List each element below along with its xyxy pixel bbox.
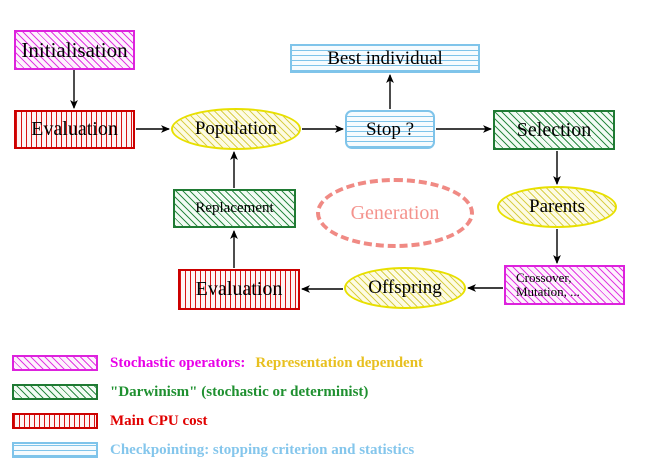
legend: Stochastic operators: Representation dep… — [0, 345, 670, 458]
node-selection[interactable]: Selection — [493, 110, 615, 150]
legend-swatch-main-cpu-cost — [12, 413, 98, 429]
legend-row-checkpointing: Checkpointing: stopping criterion and st… — [0, 437, 670, 463]
node-evaluation-bottom[interactable]: Evaluation — [178, 269, 300, 310]
legend-label-main-cpu-cost: Main CPU cost — [110, 412, 208, 429]
node-offspring[interactable]: Offspring — [344, 267, 466, 309]
node-initialisation[interactable]: Initialisation — [14, 30, 135, 70]
node-stop[interactable]: Stop ? — [345, 110, 435, 149]
node-parents[interactable]: Parents — [497, 186, 617, 228]
node-variation-operators[interactable]: Crossover, Mutation, ... — [504, 265, 625, 305]
legend-swatch-stochastic-operator — [12, 355, 98, 371]
node-variation-line2: Mutation, ... — [516, 284, 580, 299]
node-initialisation-label: Initialisation — [21, 37, 128, 62]
legend-label-checkpointing: Checkpointing: stopping criterion and st… — [110, 441, 415, 458]
legend-swatch-checkpointing — [12, 442, 98, 458]
node-evaluation-top-label: Evaluation — [31, 118, 118, 140]
legend-label-representation-dependent: Representation dependent — [255, 354, 424, 371]
node-evaluation-top[interactable]: Evaluation — [14, 110, 135, 149]
legend-swatch-darwinism — [12, 384, 98, 400]
node-best-individual-label: Best individual — [327, 47, 443, 69]
node-parents-label: Parents — [529, 196, 585, 218]
legend-row-main-cpu-cost: Main CPU cost — [0, 408, 670, 434]
node-generation-loop: Generation — [316, 178, 474, 248]
node-replacement-label: Replacement — [195, 199, 274, 216]
legend-row-darwinism: "Darwinism" (stochastic or determinist) — [0, 379, 670, 405]
legend-label-darwinism: "Darwinism" (stochastic or determinist) — [110, 383, 369, 400]
node-best-individual[interactable]: Best individual — [290, 44, 480, 73]
node-variation-line1: Crossover, — [516, 270, 572, 286]
legend-row-stochastic-operator: Stochastic operators: Representation dep… — [0, 350, 670, 376]
legend-label-stochastic-operator: Stochastic operators: — [110, 354, 246, 371]
node-population-label: Population — [194, 118, 278, 140]
node-replacement[interactable]: Replacement — [173, 189, 296, 228]
node-selection-label: Selection — [516, 118, 592, 141]
node-evaluation-bottom-label: Evaluation — [195, 278, 283, 300]
node-generation-label: Generation — [350, 201, 440, 224]
node-population[interactable]: Population — [171, 108, 301, 150]
node-offspring-label: Offspring — [368, 277, 442, 299]
node-stop-label: Stop ? — [365, 118, 415, 140]
